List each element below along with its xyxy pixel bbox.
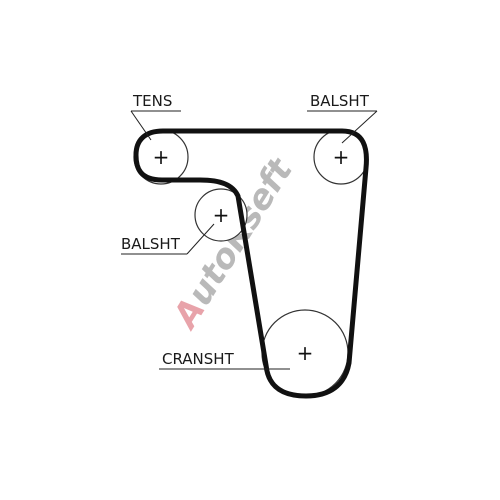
label-balsht-top: BALSHT bbox=[310, 92, 370, 110]
crankshaft-marker: + bbox=[297, 341, 314, 365]
timing-belt bbox=[133, 128, 369, 399]
balance-top-marker: + bbox=[333, 145, 350, 169]
balance-mid-marker: + bbox=[213, 203, 230, 227]
label-cransht: CRANSHT bbox=[162, 350, 235, 368]
label-balsht-mid: BALSHT bbox=[121, 235, 181, 253]
balsht-mid-leader-diag bbox=[186, 223, 215, 255]
tensioner-marker: + bbox=[153, 145, 170, 169]
tens-leader-diag bbox=[130, 110, 152, 141]
balance-shaft-mid-pulley bbox=[194, 188, 248, 242]
label-tens: TENS bbox=[132, 92, 172, 110]
balsht-top-leader-diag bbox=[341, 110, 378, 144]
